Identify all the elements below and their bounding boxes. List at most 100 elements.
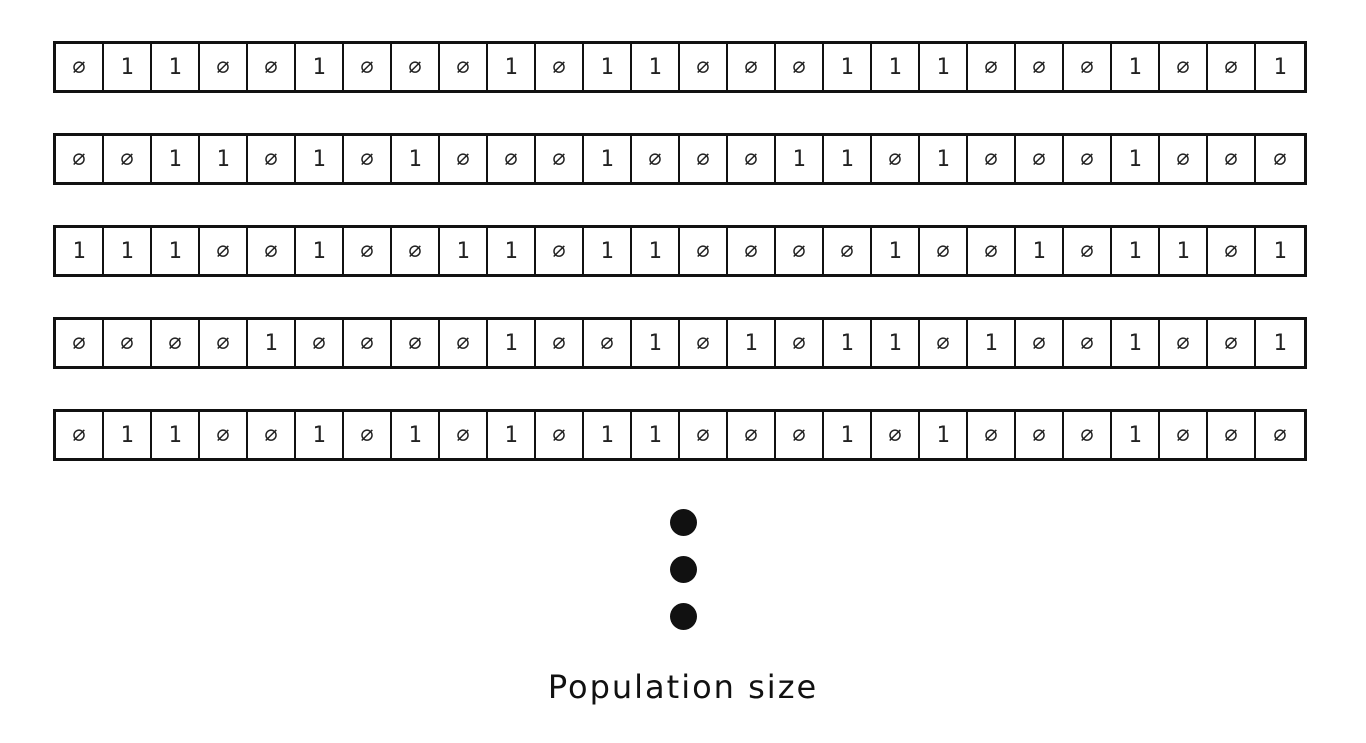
gene-cell: ∅ <box>1273 422 1287 448</box>
gene-cell: ∅ <box>680 412 728 458</box>
gene-cell: ∅ <box>776 228 824 274</box>
gene-cell: ∅ <box>728 44 776 90</box>
gene-cell: ∅ <box>920 228 968 274</box>
gene-cell: 1 <box>872 228 920 274</box>
gene-cell: ∅ <box>1160 320 1208 366</box>
gene-cell: 1 <box>584 228 632 274</box>
gene-cell: ∅ <box>1064 320 1112 366</box>
gene-cell: 1 <box>392 136 440 182</box>
gene-cell: 1 <box>1112 44 1160 90</box>
gene-cell: 1 <box>824 412 872 458</box>
gene-cell: ∅ <box>1208 44 1256 90</box>
gene-cell: 1 <box>968 320 1016 366</box>
gene-cell: ∅ <box>1064 136 1112 182</box>
gene-cell: 1 <box>824 320 872 366</box>
gene-cell: ∅ <box>344 320 392 366</box>
gene-cell: 1 <box>920 136 968 182</box>
gene-cell: ∅ <box>56 44 104 90</box>
gene-cell: 1 <box>104 228 152 274</box>
gene-cell: 1 <box>584 136 632 182</box>
gene-cell: 1 <box>920 44 968 90</box>
gene-cell: ∅ <box>632 136 680 182</box>
gene-cell: ∅ <box>1064 44 1112 90</box>
gene-cell: 1 <box>56 228 104 274</box>
gene-cell: ∅ <box>56 412 104 458</box>
gene-cell: ∅ <box>968 44 1016 90</box>
gene-cell: ∅ <box>680 320 728 366</box>
ellipsis-dot <box>669 603 697 630</box>
gene-cell: ∅ <box>392 320 440 366</box>
gene-cell: 1 <box>248 320 296 366</box>
gene-cell: ∅ <box>920 320 968 366</box>
gene-cell: ∅ <box>104 320 152 366</box>
gene-cell: 1 <box>200 136 248 182</box>
gene-cell: 1 <box>296 136 344 182</box>
gene-cell: ∅ <box>440 320 488 366</box>
gene-cell: 1 <box>632 412 680 458</box>
gene-cell: ∅ <box>344 228 392 274</box>
gene-cell: ∅ <box>1160 136 1208 182</box>
gene-cell: 1 <box>872 320 920 366</box>
gene-cell: ∅ <box>248 412 296 458</box>
gene-cell: ∅ <box>104 136 152 182</box>
gene-cell: ∅ <box>728 412 776 458</box>
gene-cell: ∅ <box>968 412 1016 458</box>
gene-cell: ∅ <box>1208 320 1256 366</box>
gene-cell: 1 <box>584 44 632 90</box>
gene-cell: ∅ <box>1208 228 1256 274</box>
gene-cell: ∅ <box>1208 136 1256 182</box>
gene-cell: 1 <box>152 412 200 458</box>
gene-cell: 1 <box>152 136 200 182</box>
gene-cell: ∅ <box>680 136 728 182</box>
gene-cell: 1 <box>632 44 680 90</box>
gene-cell: ∅ <box>728 136 776 182</box>
gene-cell: 1 <box>632 320 680 366</box>
gene-cell: ∅ <box>392 228 440 274</box>
gene-cell: ∅ <box>296 320 344 366</box>
gene-cell: ∅ <box>392 44 440 90</box>
gene-cell: 1 <box>1112 412 1160 458</box>
gene-cell: ∅ <box>440 44 488 90</box>
gene-cell: ∅ <box>536 44 584 90</box>
gene-cell: ∅ <box>1064 412 1112 458</box>
gene-cell: 1 <box>296 412 344 458</box>
gene-cell: 1 <box>1273 238 1287 264</box>
gene-cell: ∅ <box>1016 136 1064 182</box>
gene-cell: ∅ <box>968 136 1016 182</box>
gene-cell: ∅ <box>1016 44 1064 90</box>
gene-cell: 1 <box>488 44 536 90</box>
gene-cell: ∅ <box>440 412 488 458</box>
population-size-label: Population size <box>547 668 819 706</box>
gene-cell: ∅ <box>1160 412 1208 458</box>
gene-cell: 1 <box>1016 228 1064 274</box>
gene-cell: ∅ <box>776 44 824 90</box>
gene-cell: ∅ <box>488 136 536 182</box>
gene-cell: 1 <box>1112 320 1160 366</box>
gene-cell: ∅ <box>344 44 392 90</box>
gene-cell: ∅ <box>200 412 248 458</box>
gene-cell: 1 <box>488 228 536 274</box>
gene-cell: ∅ <box>1064 228 1112 274</box>
gene-cell: 1 <box>632 228 680 274</box>
gene-cell: ∅ <box>968 228 1016 274</box>
gene-cell: 1 <box>824 44 872 90</box>
gene-cell: 1 <box>152 44 200 90</box>
gene-cell: ∅ <box>1016 320 1064 366</box>
gene-cell: ∅ <box>584 320 632 366</box>
gene-cell: 1 <box>872 44 920 90</box>
gene-cell: ∅ <box>536 136 584 182</box>
gene-cell: 1 <box>488 320 536 366</box>
gene-cell: ∅ <box>56 136 104 182</box>
gene-cell: 1 <box>104 412 152 458</box>
ellipsis-dot <box>669 556 697 583</box>
gene-cell: ∅ <box>200 320 248 366</box>
gene-cell: 1 <box>104 44 152 90</box>
gene-cell: ∅ <box>344 136 392 182</box>
gene-cell: 1 <box>1112 228 1160 274</box>
gene-cell: ∅ <box>248 228 296 274</box>
gene-cell: 1 <box>1273 330 1287 356</box>
